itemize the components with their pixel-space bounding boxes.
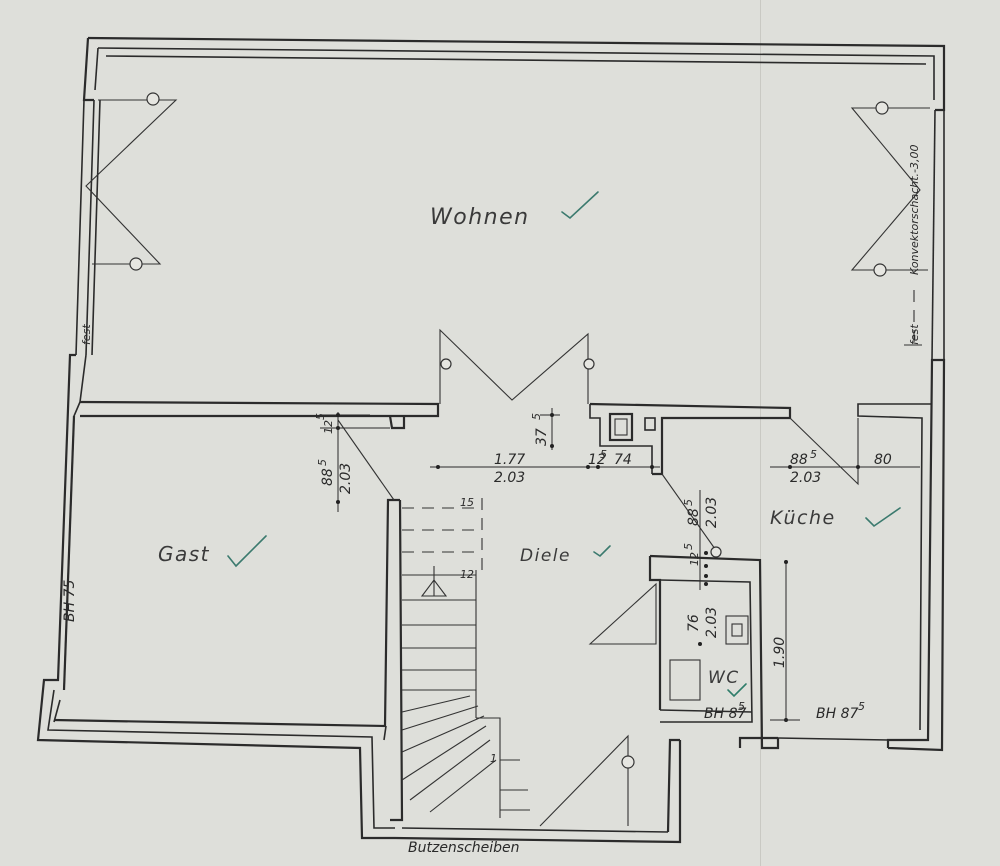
room-label-kueche: Küche: [770, 507, 836, 529]
room-label-wc: WC: [708, 668, 740, 688]
dim-88-5-diele-sup: 5: [682, 499, 695, 506]
wohnen-double-door: [439, 328, 589, 404]
bh-kueche-note: BH 87: [816, 706, 858, 722]
room-labels: Wohnen Gast Diele Küche WC: [158, 205, 836, 688]
check-marks: [227, 191, 901, 698]
bh-wc-sup: 5: [738, 700, 745, 713]
dim-12-5-sup: 5: [600, 448, 607, 461]
stair-step-1: 1: [490, 752, 497, 765]
gast-door: [337, 419, 395, 501]
kitchen-side-door: [661, 473, 721, 557]
stair-step-12: 12: [460, 568, 474, 581]
butzenscheiben-note: Butzenscheiben: [408, 840, 520, 856]
dim-88-5-kitchen-sup: 5: [810, 448, 817, 461]
room-label-gast: Gast: [158, 542, 210, 566]
room-label-wohnen: Wohnen: [430, 205, 530, 230]
dim-12-5: 12: [588, 452, 606, 468]
annotations: fest fest Konvektorschacht.-3,00 BH 75 B…: [62, 144, 921, 856]
right-window-sashes: [850, 101, 930, 346]
doors: [337, 328, 859, 827]
dim-2-03-diele: 2.03: [704, 497, 720, 528]
dim-12-5-left-sup: 5: [314, 413, 327, 420]
dimension-labels: 1.77 2.03 12 5 74 37 5 88 5 2.03 12 5 88…: [314, 413, 892, 765]
fest-right-note: fest: [908, 324, 921, 345]
dim-37-5-sup: 5: [530, 413, 543, 420]
konvektor-note: Konvektorschacht.-3,00: [908, 144, 921, 275]
window-handle-icon: [146, 92, 160, 106]
dim-88-5-diele: 88: [686, 508, 702, 526]
wc-door: [588, 582, 657, 645]
dim-37-5: 37: [534, 428, 550, 446]
stair-step-15: 15: [460, 496, 474, 509]
check-icon: [727, 683, 747, 698]
dim-2-03-left: 2.03: [338, 463, 354, 494]
paper-fold: [760, 0, 761, 866]
door-handle-icon: [621, 755, 635, 769]
dim-12-5-wc: 12: [688, 552, 701, 566]
bh-gast-note: BH 75: [62, 580, 78, 622]
bh-kueche-sup: 5: [858, 700, 865, 713]
dim-12-5-left: 12: [322, 420, 335, 434]
dimension-lines: [320, 408, 920, 722]
check-icon: [561, 191, 599, 220]
wc-fixtures: [669, 615, 749, 701]
dim-1-90: 1.90: [772, 637, 788, 668]
check-icon: [593, 545, 611, 558]
toilet-icon: [669, 659, 701, 701]
dim-12-5-wc-sup: 5: [682, 543, 695, 550]
dim-88-5-left-sup: 5: [316, 459, 329, 466]
window-handle-icon: [875, 101, 889, 115]
check-icon: [227, 535, 267, 568]
door-handle-icon: [583, 358, 595, 370]
staircase: [401, 498, 530, 818]
dim-76: 76: [686, 614, 702, 632]
door-handle-icon: [710, 546, 722, 558]
dim-88-5-kitchen: 88: [790, 452, 808, 468]
dim-88-5-left: 88: [320, 468, 336, 486]
door-handle-icon: [440, 358, 452, 370]
check-icon: [865, 507, 901, 528]
fest-left-note: fest: [80, 324, 93, 345]
dim-74: 74: [614, 452, 632, 468]
left-window-sashes: [85, 92, 178, 271]
window-handle-icon: [873, 263, 887, 277]
dim-1-77: 1.77: [494, 452, 525, 468]
window-handle-icon: [129, 257, 143, 271]
dim-2-03: 2.03: [494, 470, 525, 486]
kitchen-door: [789, 417, 859, 486]
exterior-walls: [36, 36, 946, 844]
bh-wc-note: BH 87: [704, 706, 746, 722]
basin-icon: [725, 615, 749, 645]
dim-2-03-wc: 2.03: [704, 607, 720, 638]
entry-door: [539, 734, 629, 827]
room-label-diele: Diele: [520, 546, 571, 566]
dim-80: 80: [874, 452, 892, 468]
dim-2-03-kitchen: 2.03: [790, 470, 821, 486]
